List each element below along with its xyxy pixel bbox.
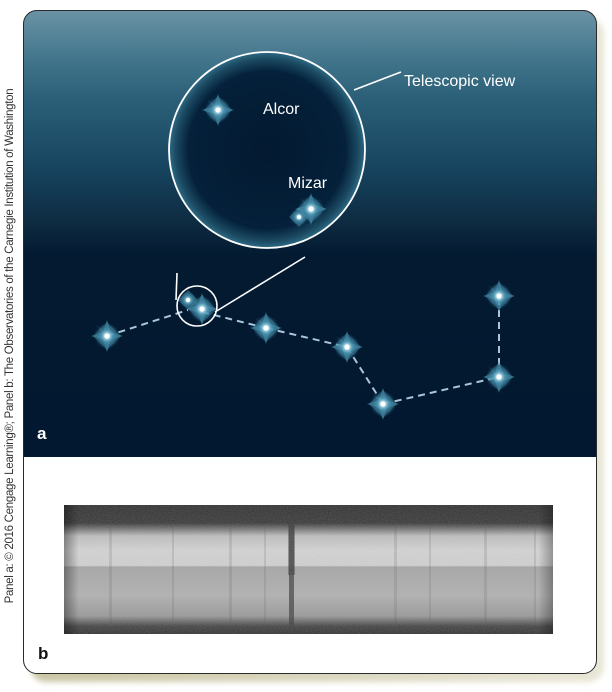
telescopic-inset (168, 51, 366, 249)
panel-b-spectrum: b (23, 457, 597, 674)
telescopic-view-label: Telescopic view (404, 73, 516, 90)
credit-text: Panel a: © 2016 Cengage Learning®; Panel… (4, 88, 16, 604)
figure-frame: Alcor Mizar Telescopic view a (23, 10, 597, 674)
constellation-lines (106, 296, 500, 405)
alcor-label: Alcor (263, 101, 300, 118)
panel-b-letter: b (38, 644, 49, 663)
panel-a-letter: a (37, 424, 47, 443)
image-credit: Panel a: © 2016 Cengage Learning®; Panel… (0, 0, 20, 692)
panel-a-big-dipper: Alcor Mizar Telescopic view a (23, 10, 597, 457)
magnifier-circle (176, 285, 218, 327)
zoom-lines (175, 71, 402, 313)
spectrum-image (64, 505, 553, 634)
constellation-diagram (91, 51, 515, 420)
constellation-stars (91, 280, 515, 420)
mizar-label: Mizar (288, 175, 328, 192)
